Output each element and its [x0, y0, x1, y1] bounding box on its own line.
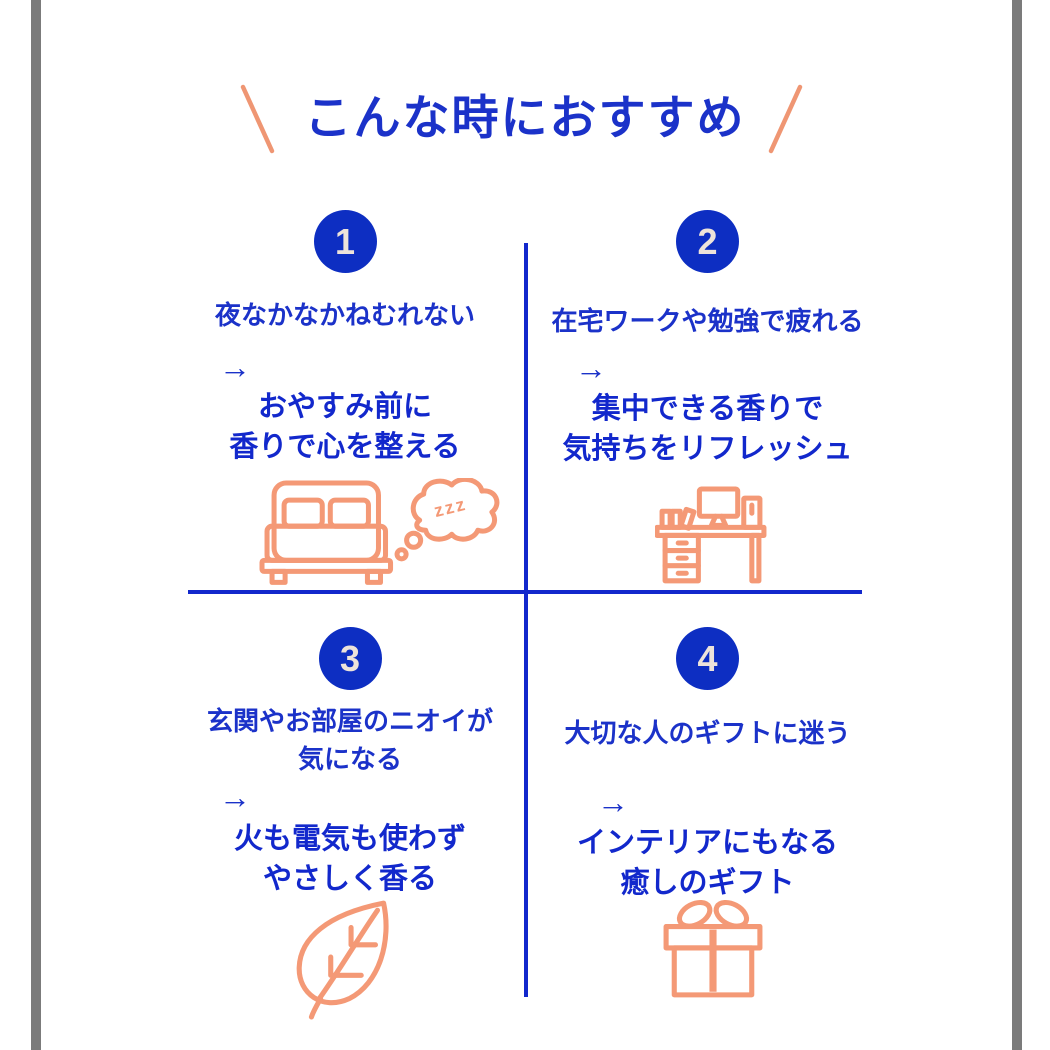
quadrant-1: 1 夜なかなかねむれない → おやすみ前に 香りで心を整える [177, 210, 513, 467]
down-to-solution-arrow-icon-1: → [219, 349, 251, 385]
title-left-slash-icon [240, 84, 275, 154]
down-to-solution-arrow-icon-3: → [219, 779, 251, 815]
solution-line: やさしく香る [262, 863, 437, 895]
number-badge-3: 3 [318, 627, 382, 690]
solution-line: 気持ちをリフレッシュ [562, 433, 853, 465]
number-badge-4: 4 [676, 627, 739, 690]
problem-text-4: 大切な人のギフトに迷う [564, 718, 851, 748]
quadrant-2: 2 在宅ワークや勉強で疲れる → 集中できる香りで 気持ちをリフレッシュ [535, 210, 880, 469]
bed-sleep-icon: zzz [259, 478, 500, 585]
number-badge-2: 2 [676, 210, 739, 273]
solution-text-4: インテリアにもなる 癒しのギフト [577, 823, 838, 903]
quadrant-4: 4 大切な人のギフトに迷う → インテリアにもなる 癒しのギフト [535, 627, 880, 903]
frame-left-bar [31, 0, 41, 1050]
solution-text-1: おやすみ前に 香りで心を整える [229, 387, 460, 467]
problem-line: 玄関やお部屋のニオイが [206, 706, 493, 736]
page-title: こんな時におすすめ [304, 91, 746, 144]
solution-text-3: 火も電気も使わず やさしく香る [234, 819, 466, 899]
solution-line: インテリアにもなる [576, 827, 838, 859]
title-row: こんな時におすすめ [0, 86, 1050, 150]
solution-line: おやすみ前に [257, 391, 432, 423]
solution-line: 火も電気も使わず [233, 823, 466, 855]
down-to-solution-arrow-icon-4: → [597, 784, 629, 820]
desk-work-icon [655, 486, 767, 584]
frame-right-bar [1012, 0, 1022, 1050]
solution-line: 癒しのギフト [620, 867, 795, 899]
leaf-icon [296, 900, 389, 1020]
gift-icon [663, 899, 763, 998]
problem-line: 気になる [297, 744, 402, 774]
solution-line: 集中できる香りで [591, 393, 824, 425]
down-to-solution-arrow-icon-2: → [575, 350, 607, 386]
solution-text-2: 集中できる香りで 気持ちをリフレッシュ [562, 389, 852, 469]
problem-text-3: 玄関やお部屋のニオイが 気になる [207, 702, 493, 778]
number-badge-1: 1 [313, 210, 377, 273]
problem-text-1: 夜なかなかねむれない [214, 300, 475, 330]
problem-text-2: 在宅ワークや勉強で疲れる [551, 306, 864, 336]
title-right-slash-icon [768, 84, 803, 154]
zzz-text: zzz [432, 494, 469, 521]
solution-line: 香りで心を整える [229, 431, 461, 463]
quadrant-3: 3 玄関やお部屋のニオイが 気になる → 火も電気も使わず やさしく香る [177, 627, 523, 899]
